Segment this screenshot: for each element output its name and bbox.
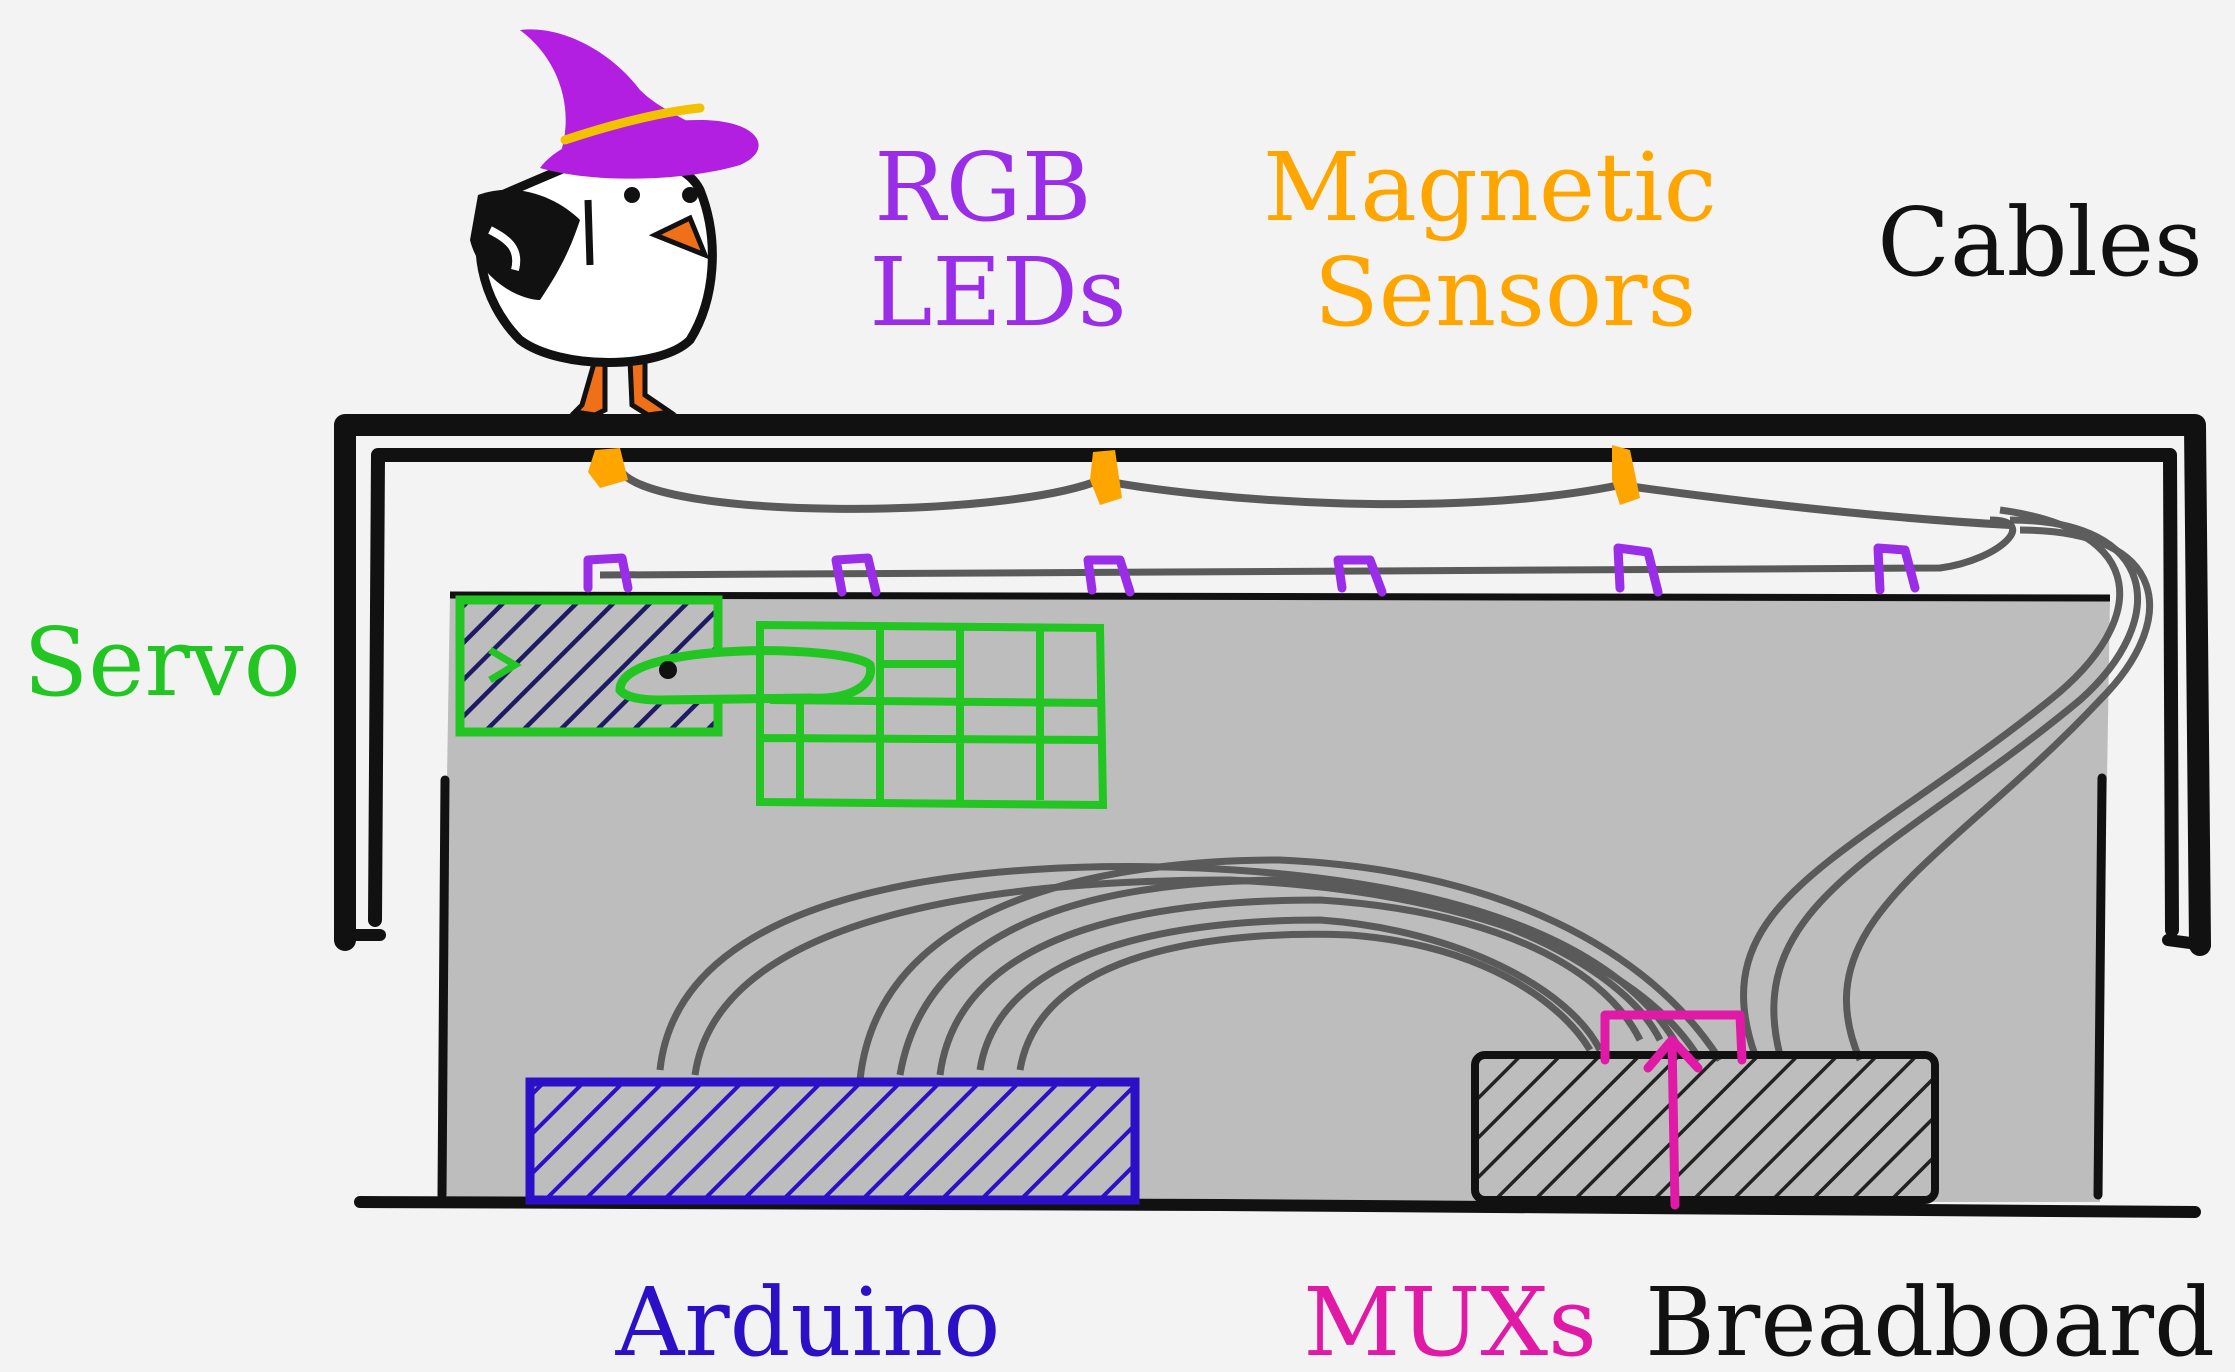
magnetic-sensor bbox=[1090, 450, 1122, 505]
sensor-cable bbox=[616, 467, 2011, 529]
breadboard-label: Breadboard bbox=[1645, 1268, 2215, 1372]
rgb-led-row bbox=[583, 543, 1920, 597]
servo-motor bbox=[455, 595, 1108, 810]
magnetic-sensor bbox=[1612, 445, 1640, 505]
rgb-led bbox=[831, 553, 881, 597]
rgb-led bbox=[1873, 543, 1920, 595]
mux-chip bbox=[1600, 1010, 1747, 1210]
arduino-board bbox=[525, 1077, 1140, 1205]
rgb-led bbox=[1333, 555, 1387, 597]
magnetic-sensor bbox=[588, 448, 628, 488]
rgb-led bbox=[583, 553, 633, 593]
muxs-label: MUXs bbox=[1303, 1268, 1597, 1372]
magnetic-sensor-row bbox=[588, 445, 1640, 505]
arduino-label: Arduino bbox=[615, 1268, 1001, 1372]
servo-mechanism bbox=[756, 620, 1108, 810]
servo-horn bbox=[615, 646, 876, 705]
lid-frame bbox=[334, 414, 2211, 956]
internal-cables bbox=[656, 506, 2153, 1081]
magnetic-sensors-label: Magnetic Sensors bbox=[1263, 133, 1747, 348]
rgb-led bbox=[1083, 555, 1135, 597]
servo-label: Servo bbox=[23, 608, 301, 718]
rgb-led bbox=[1613, 543, 1663, 597]
led-cable bbox=[599, 516, 2017, 579]
cables-label: Cables bbox=[1877, 188, 2203, 298]
duck-with-witch-hat-icon bbox=[470, 29, 759, 418]
breadboard-block bbox=[1471, 1051, 1939, 1204]
rgb-leds-label: RGB LEDs bbox=[869, 133, 1126, 348]
